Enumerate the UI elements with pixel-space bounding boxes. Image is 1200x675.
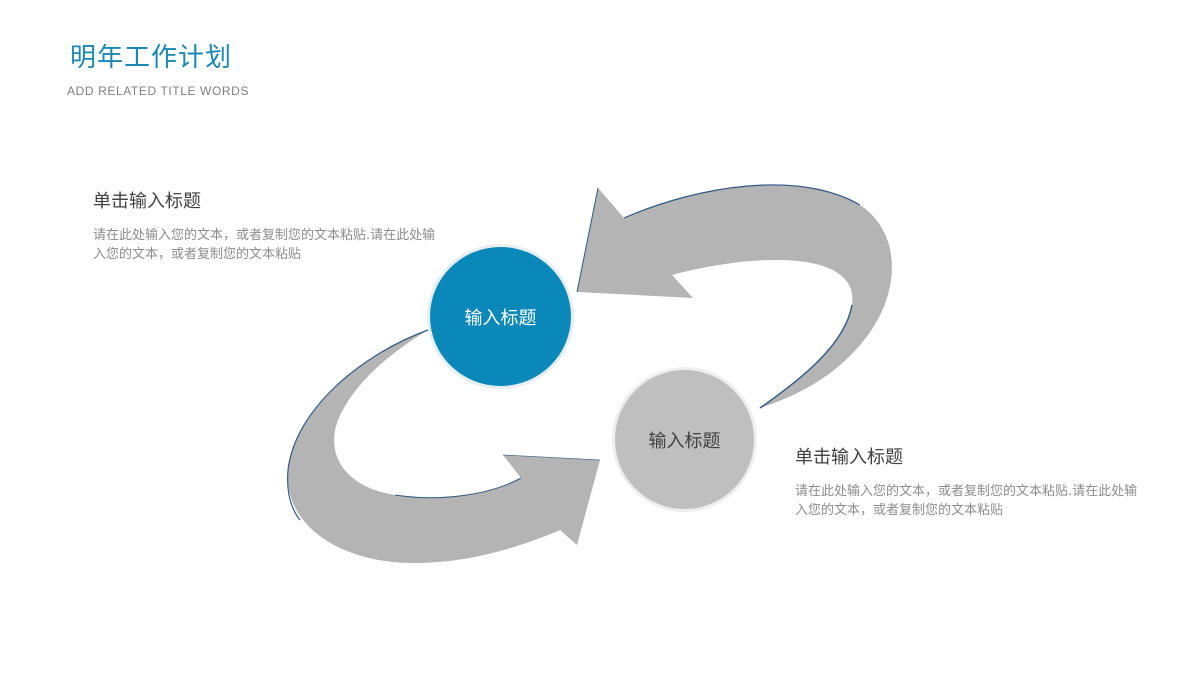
node-gray-label: 输入标题 xyxy=(648,430,721,452)
page-subtitle: ADD RELATED TITLE WORDS xyxy=(67,84,250,98)
node-blue-label: 输入标题 xyxy=(464,307,537,329)
text-block-right: 单击输入标题 请在此处输入您的文本，或者复制您的文本粘贴.请在此处输入您的文本，… xyxy=(795,446,1140,520)
text-block-left: 单击输入标题 请在此处输入您的文本，或者复制您的文本粘贴.请在此处输入您的文本，… xyxy=(93,190,438,264)
node-blue[interactable]: 输入标题 xyxy=(427,244,574,389)
block-left-title[interactable]: 单击输入标题 xyxy=(93,191,201,212)
node-gray[interactable]: 输入标题 xyxy=(612,367,757,512)
bottom-curved-arrow-icon xyxy=(287,329,601,564)
block-left-body[interactable]: 请在此处输入您的文本，或者复制您的文本粘贴.请在此处输入您的文本，或者复制您的文… xyxy=(93,228,436,262)
top-curved-arrow-icon xyxy=(576,184,892,409)
block-right-title[interactable]: 单击输入标题 xyxy=(795,447,903,468)
block-right-body[interactable]: 请在此处输入您的文本，或者复制您的文本粘贴.请在此处输入您的文本，或者复制您的文… xyxy=(795,484,1138,518)
page-title: 明年工作计划 xyxy=(70,43,233,73)
